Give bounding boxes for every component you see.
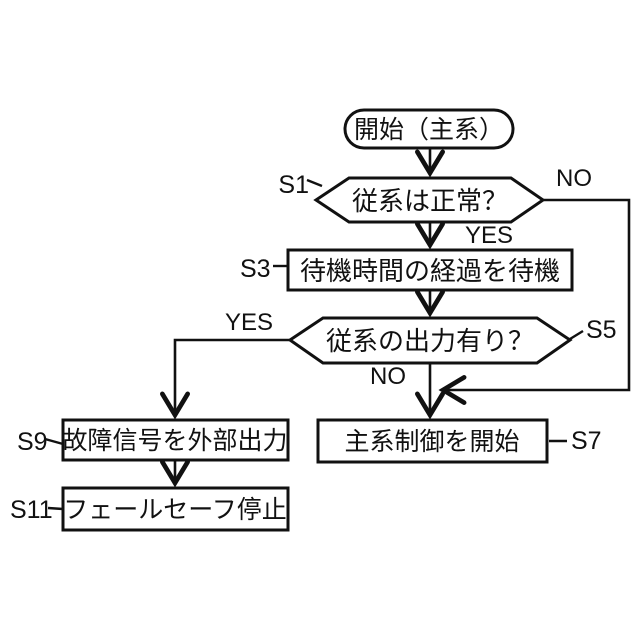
branch-label-s5-no: NO	[370, 363, 406, 390]
step-label-s9: S9	[17, 428, 48, 456]
branch-label-s1-yes: YES	[465, 222, 513, 249]
step-label-s5: S5	[586, 316, 617, 344]
step-label-s3: S3	[240, 255, 271, 283]
tick-s9	[44, 437, 64, 446]
start-terminal-shape	[343, 108, 515, 150]
connector-s1-no-loop	[438, 198, 631, 405]
branch-label-s1-no: NO	[556, 165, 592, 192]
step-label-s7: S7	[571, 427, 602, 455]
s1-decision-shape	[313, 176, 546, 224]
s7-process-shape	[316, 418, 549, 464]
tick-s1	[306, 178, 323, 188]
node-s3-process: 待機時間の経過を待機	[286, 248, 574, 292]
s9-process-shape	[61, 418, 290, 462]
step-label-s11: S11	[10, 496, 53, 524]
start-label: 開始（主系）	[354, 116, 504, 144]
s7-label: 主系制御を開始	[344, 428, 519, 456]
node-s1-decision: 従系は正常？	[313, 176, 546, 224]
s5-label: 従系の出力有り？	[326, 326, 534, 356]
connector-s5-yes-to-s9	[160, 338, 290, 420]
node-s5-decision: 従系の出力有り？	[287, 316, 573, 365]
s11-label: フェールセーフ停止	[63, 496, 287, 524]
tick-s11	[47, 506, 64, 511]
node-s9-process: 故障信号を外部出力	[61, 418, 290, 462]
s9-label: 故障信号を外部出力	[62, 427, 287, 455]
s11-process-shape	[61, 486, 290, 532]
step-label-s1: S1	[278, 171, 309, 199]
node-s11-process: フェールセーフ停止	[61, 486, 290, 532]
node-s7-process: 主系制御を開始	[316, 418, 549, 464]
s1-label: 従系は正常？	[352, 186, 508, 216]
branch-label-s5-yes: YES	[225, 309, 273, 336]
s5-decision-shape	[287, 316, 573, 365]
s3-label: 待機時間の経過を待機	[300, 256, 560, 286]
s3-process-shape	[286, 248, 574, 292]
node-start: 開始（主系）	[343, 108, 515, 150]
tick-s5	[569, 329, 584, 341]
